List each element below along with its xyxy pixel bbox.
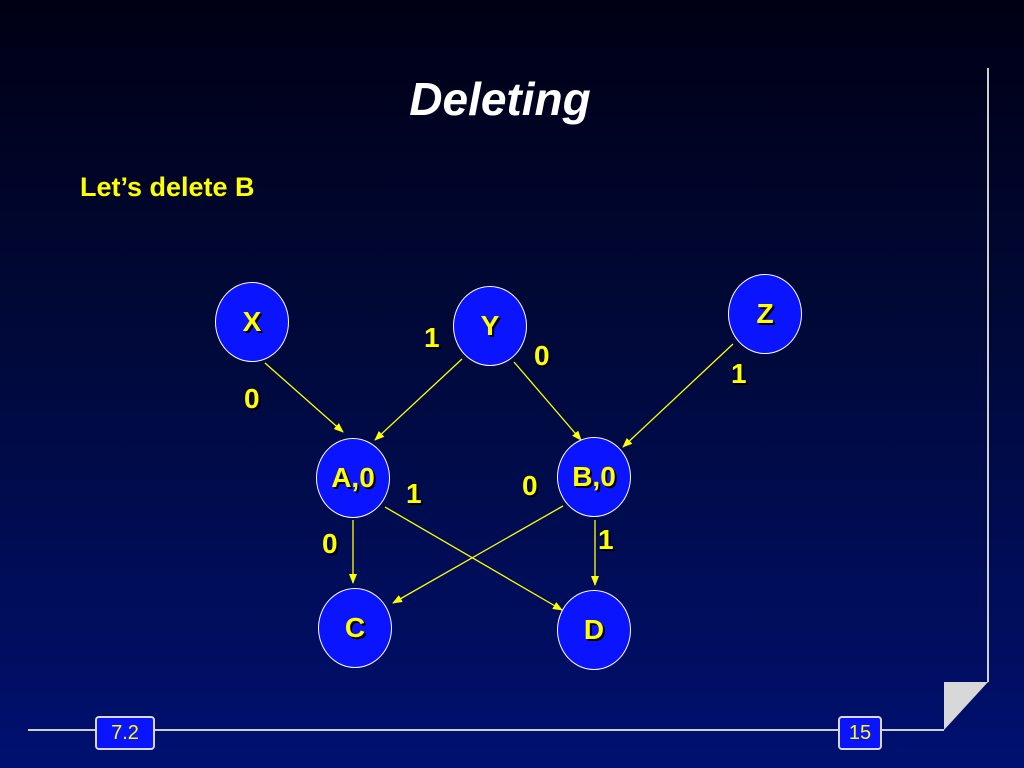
page-number-badge: 15 [838, 716, 882, 750]
edge-y-b [513, 361, 582, 441]
page-curl-icon [944, 682, 988, 730]
node-x-label: X [242, 306, 262, 337]
node-z: Z [728, 274, 802, 354]
edge-label-y-a: 1 [424, 322, 440, 353]
node-d: D [557, 590, 631, 670]
edge-x-a [264, 362, 344, 433]
slide-subtitle: Let’s delete B [80, 172, 255, 202]
node-b: B,0 [557, 437, 631, 517]
node-y-label: Y [480, 310, 500, 341]
node-a-label: A,0 [331, 462, 375, 493]
edge-label-b-c: 0 [522, 470, 538, 501]
edge-y-a [374, 358, 463, 441]
node-a: A,0 [316, 438, 390, 518]
node-c-label: C [344, 612, 366, 643]
edge-label-x-a: 0 [244, 383, 260, 414]
edge-b-c [392, 505, 564, 604]
node-b-label: B,0 [572, 461, 616, 492]
section-badge: 7.2 [95, 716, 155, 750]
edge-label-b-d: 1 [598, 524, 614, 555]
node-x: X [215, 282, 289, 362]
edge-label-y-b: 0 [534, 340, 550, 371]
node-z-label: Z [756, 298, 774, 329]
node-d-label: D [583, 614, 605, 645]
edge-label-a-c: 0 [322, 528, 338, 559]
edge-z-b [622, 343, 734, 448]
slide-title: Deleting [409, 73, 591, 125]
node-y: Y [453, 286, 527, 366]
edge-label-a-d: 1 [406, 478, 422, 509]
node-c: C [318, 588, 392, 668]
edge-a-d [384, 506, 563, 611]
edge-label-z-b: 1 [731, 358, 747, 389]
